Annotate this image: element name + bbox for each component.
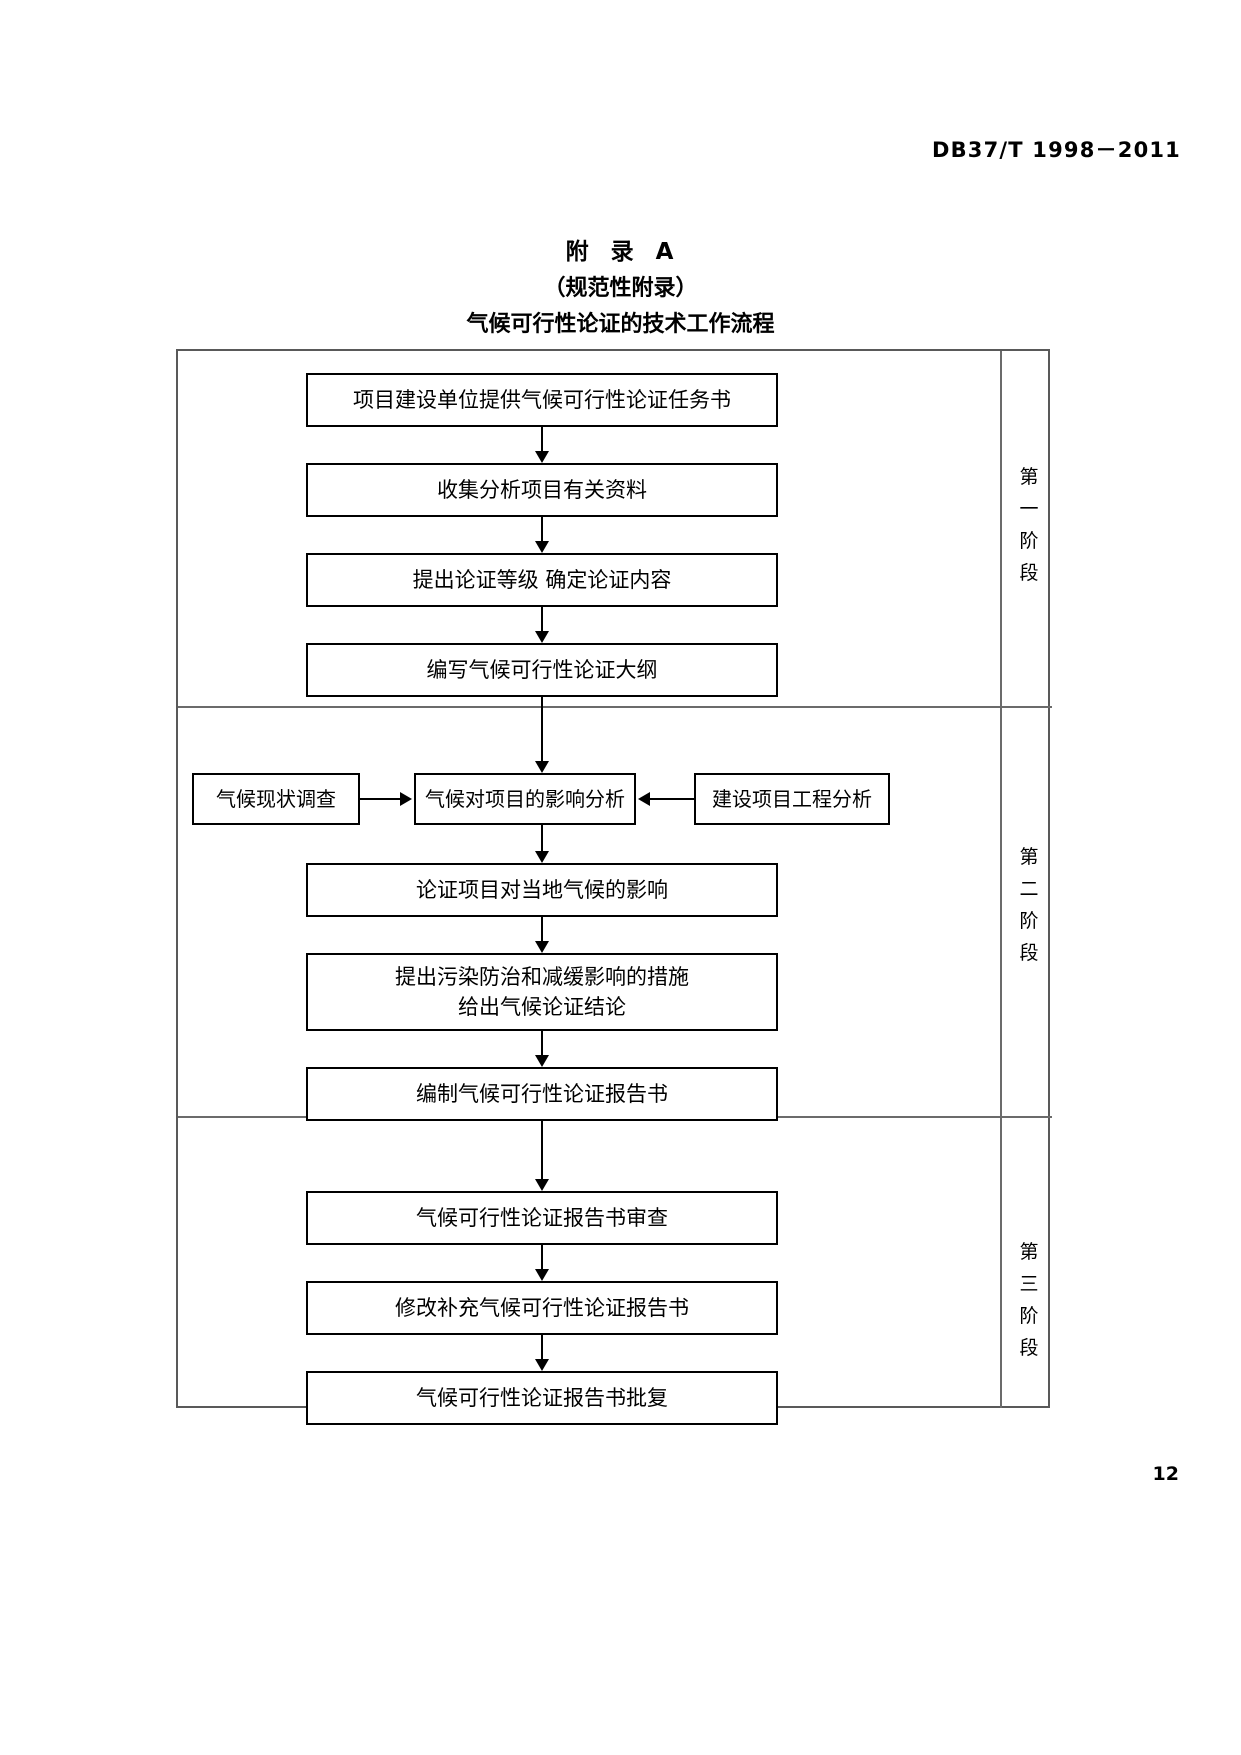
arrowhead-n11-n12 [535, 1269, 549, 1281]
arrowhead-n9-n10 [535, 1055, 549, 1067]
annex-subject-title: 气候可行性论证的技术工作流程 [466, 312, 775, 337]
stage-label-1: 第 一 阶 段 [1004, 461, 1054, 589]
arrowhead-n8-n9 [535, 941, 549, 953]
flowchart-frame: 第 一 阶 段 第 二 阶 段 第 三 阶 段 项目建设单位提供气候可行性论证任… [176, 349, 1052, 1425]
stage-column-rule-2 [1000, 706, 1002, 1116]
annex-title-block: 附 录 A （规范性附录） 气候可行性论证的技术工作流程 [0, 233, 1241, 343]
flow-node-revise-report[interactable]: 修改补充气候可行性论证报告书 [306, 1281, 778, 1335]
arrowhead-n7-n6 [638, 792, 650, 806]
annex-normative-label: （规范性附录） [543, 276, 698, 301]
stage-label-3: 第 三 阶 段 [1004, 1236, 1054, 1364]
connector-n7-n6 [650, 798, 694, 800]
stage-label-2-char-1: 二 [1019, 878, 1039, 900]
flow-node-collect-analyze-data[interactable]: 收集分析项目有关资料 [306, 463, 778, 517]
stage-label-3-char-2: 阶 [1019, 1305, 1039, 1327]
connector-n10-n11 [541, 1121, 543, 1183]
stage-divider-1 [178, 706, 1052, 708]
arrowhead-n1-n2 [535, 451, 549, 463]
connector-n11-n12 [541, 1245, 543, 1271]
flow-node-write-outline[interactable]: 编写气候可行性论证大纲 [306, 643, 778, 697]
stage-column-rule-1 [1000, 351, 1002, 706]
flow-node-climate-impact-on-project[interactable]: 气候对项目的影响分析 [414, 773, 636, 825]
arrowhead-n4-n6 [535, 761, 549, 773]
stage-label-1-char-1: 一 [1019, 498, 1039, 520]
arrowhead-n6-n8 [535, 851, 549, 863]
arrowhead-n10-n11 [535, 1179, 549, 1191]
flow-node-project-engineering-analysis[interactable]: 建设项目工程分析 [694, 773, 890, 825]
arrowhead-n5-n6 [400, 792, 412, 806]
stage-label-2-char-3: 段 [1019, 942, 1039, 964]
page-number: 12 [1152, 1463, 1179, 1485]
annex-title: 附 录 A [565, 239, 676, 265]
stage-label-1-char-3: 段 [1019, 562, 1039, 584]
connector-n3-n4 [541, 607, 543, 633]
connector-n9-n10 [541, 1031, 543, 1059]
document-header-standard-code: DB37/T 1998－2011 [931, 138, 1181, 162]
arrowhead-n3-n4 [535, 631, 549, 643]
connector-n5-n6 [360, 798, 402, 800]
flow-node-climate-status-survey[interactable]: 气候现状调查 [192, 773, 360, 825]
flow-node-report-approval[interactable]: 气候可行性论证报告书批复 [306, 1371, 778, 1425]
flow-node-task-assignment[interactable]: 项目建设单位提供气候可行性论证任务书 [306, 373, 778, 427]
stage-label-2-char-2: 阶 [1019, 910, 1039, 932]
flow-node-impact-on-local-climate[interactable]: 论证项目对当地气候的影响 [306, 863, 778, 917]
stage-column-rule-3 [1000, 1116, 1002, 1408]
connector-n4-n6 [541, 697, 543, 765]
connector-n6-n8 [541, 825, 543, 855]
stage-label-2: 第 二 阶 段 [1004, 841, 1054, 969]
flow-node-determine-grade-content[interactable]: 提出论证等级 确定论证内容 [306, 553, 778, 607]
stage-label-1-char-0: 第 [1019, 466, 1039, 488]
stage-label-2-char-0: 第 [1019, 846, 1039, 868]
connector-n2-n3 [541, 517, 543, 543]
connector-n1-n2 [541, 427, 543, 453]
flow-node-compile-report[interactable]: 编制气候可行性论证报告书 [306, 1067, 778, 1121]
flow-node-mitigation-measures-conclusion[interactable]: 提出污染防治和减缓影响的措施 给出气候论证结论 [306, 953, 778, 1031]
arrowhead-n12-n13 [535, 1359, 549, 1371]
arrowhead-n2-n3 [535, 541, 549, 553]
stage-label-3-char-0: 第 [1019, 1241, 1039, 1263]
stage-label-1-char-2: 阶 [1019, 530, 1039, 552]
connector-n12-n13 [541, 1335, 543, 1361]
connector-n8-n9 [541, 917, 543, 943]
stage-label-3-char-3: 段 [1019, 1337, 1039, 1359]
stage-label-3-char-1: 三 [1019, 1273, 1039, 1295]
flow-node-report-review[interactable]: 气候可行性论证报告书审查 [306, 1191, 778, 1245]
